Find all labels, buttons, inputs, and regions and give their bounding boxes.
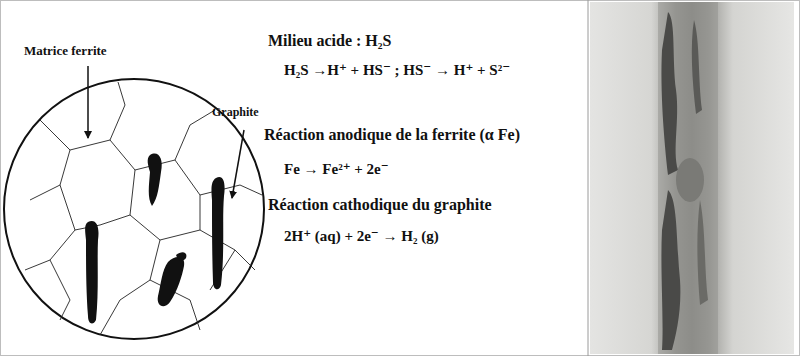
reaction-equation: 2H⁺ (aq) + 2e⁻ → H₂ (g) (284, 228, 439, 245)
graphite-flake (158, 257, 185, 306)
microstructure (4, 66, 264, 339)
part-label: Graphite (212, 106, 259, 120)
graphite-flake (85, 221, 98, 324)
leader-line (232, 130, 244, 198)
reaction-heading: Réaction cathodique du graphite (268, 196, 492, 214)
graphite-flake (176, 252, 186, 261)
medium-label: Milieu acide : H₂S (268, 32, 391, 50)
reaction-equation: Fe → Fe²⁺ + 2e⁻ (284, 161, 389, 178)
pipe-photo (588, 0, 794, 356)
reaction-equation: H₂S →H⁺ + HS⁻ ; HS⁻ → H⁺ + S²⁻ (284, 62, 510, 79)
reaction-heading: Réaction anodique de la ferrite (α Fe) (264, 126, 520, 144)
graphite-flake (148, 154, 162, 206)
part-label: Matrice ferrite (24, 44, 107, 59)
leader-line (87, 66, 89, 138)
graphite-flake (211, 177, 224, 289)
